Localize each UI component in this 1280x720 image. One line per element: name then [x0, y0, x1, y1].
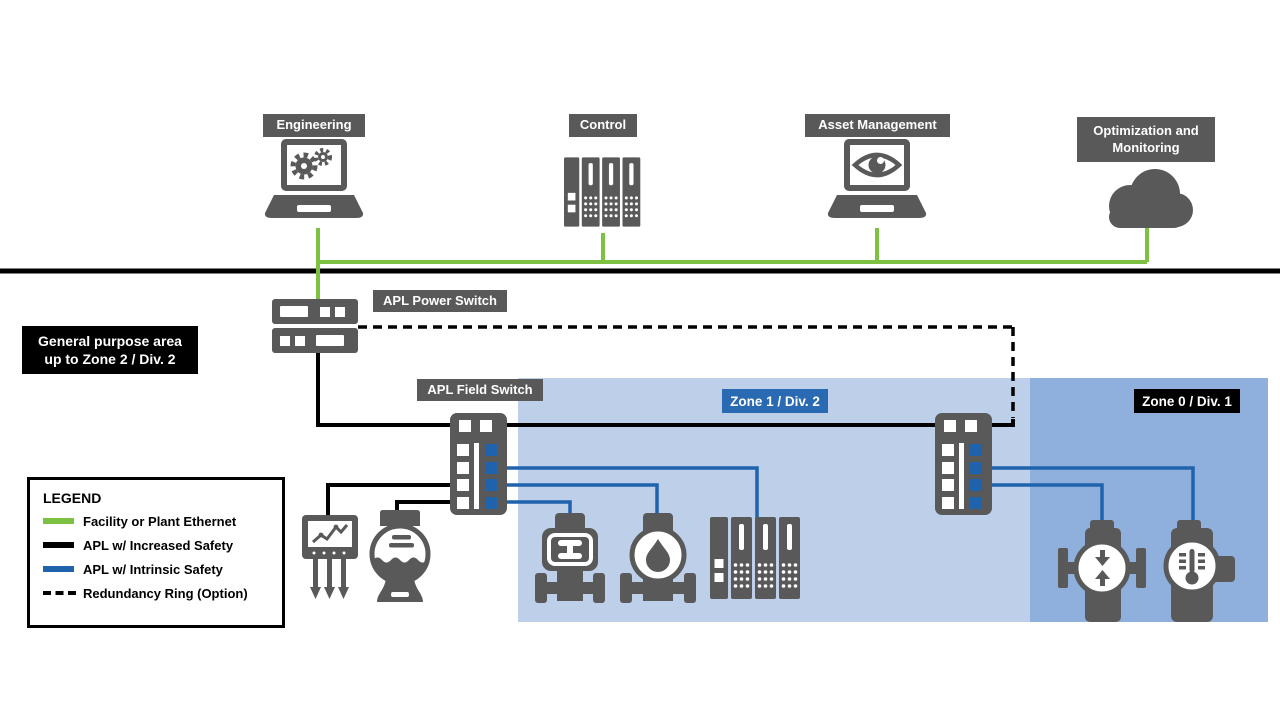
- legend-item-intrinsic-safety: APL w/ Intrinsic Safety: [43, 562, 282, 577]
- black-line-swatch: [43, 542, 74, 548]
- flow-meter-droplet-icon: [620, 513, 696, 603]
- apl-field-switch-label: APL Field Switch: [417, 379, 543, 401]
- zone1-label-text: Zone 1 / Div. 2: [730, 393, 820, 409]
- remote-io-rack-icon: [710, 517, 802, 599]
- apl-power-switch-label-text: APL Power Switch: [383, 292, 497, 308]
- general-purpose-area-text: General purpose area up to Zone 2 / Div.…: [38, 332, 182, 367]
- engineering-laptop-gears-icon: [264, 139, 364, 229]
- asset-management-label-text: Asset Management: [818, 117, 937, 133]
- apl-field-switch-1-icon: [450, 413, 507, 515]
- green-line-swatch: [43, 518, 74, 524]
- general-purpose-area-label: General purpose area up to Zone 2 / Div.…: [22, 326, 198, 374]
- zone1-label: Zone 1 / Div. 2: [722, 389, 828, 413]
- control-label: Control: [569, 114, 637, 137]
- zone0-label: Zone 0 / Div. 1: [1134, 389, 1240, 413]
- cloud-icon: [1109, 169, 1193, 228]
- engineering-label-text: Engineering: [276, 117, 352, 133]
- optimization-monitoring-label: Optimization and Monitoring: [1077, 117, 1215, 162]
- apl-power-switch-label: APL Power Switch: [373, 290, 507, 312]
- legend-box: LEGEND Facility or Plant Ethernet APL w/…: [27, 477, 285, 628]
- dashed-line-swatch: [43, 591, 76, 595]
- legend-item-redundancy: Redundancy Ring (Option): [43, 586, 282, 601]
- engineering-label: Engineering: [263, 114, 365, 137]
- recorder-analyzer-icon: [302, 515, 358, 599]
- legend-title: LEGEND: [43, 490, 102, 506]
- control-label-text: Control: [579, 117, 627, 133]
- apl-trunk-lines: [316, 353, 1015, 516]
- level-transmitter-icon: [369, 510, 431, 602]
- legend-item-increased-safety: APL w/ Increased Safety: [43, 538, 282, 553]
- legend-item-ethernet: Facility or Plant Ethernet: [43, 514, 282, 529]
- asset-management-label: Asset Management: [805, 114, 950, 137]
- control-plc-icon: [564, 151, 642, 233]
- asset-management-laptop-eye-icon: [827, 139, 927, 229]
- redundancy-ring-dashed-line: [358, 325, 1015, 418]
- ethernet-green-lines: [316, 226, 1149, 300]
- optimization-monitoring-label-text: Optimization and Monitoring: [1093, 123, 1199, 155]
- apl-field-switch-label-text: APL Field Switch: [427, 381, 533, 397]
- blue-line-swatch: [43, 566, 74, 572]
- temperature-transmitter-icon: [1163, 520, 1235, 622]
- zone0-label-text: Zone 0 / Div. 1: [1142, 393, 1232, 409]
- apl-field-switch-2-icon: [935, 413, 992, 515]
- valve-positioner-icon: [535, 513, 605, 603]
- apl-intrinsic-blue-lines: [505, 466, 1195, 522]
- flow-transmitter-arrows-icon: [1058, 520, 1146, 622]
- apl-power-switch-icon: [272, 299, 358, 353]
